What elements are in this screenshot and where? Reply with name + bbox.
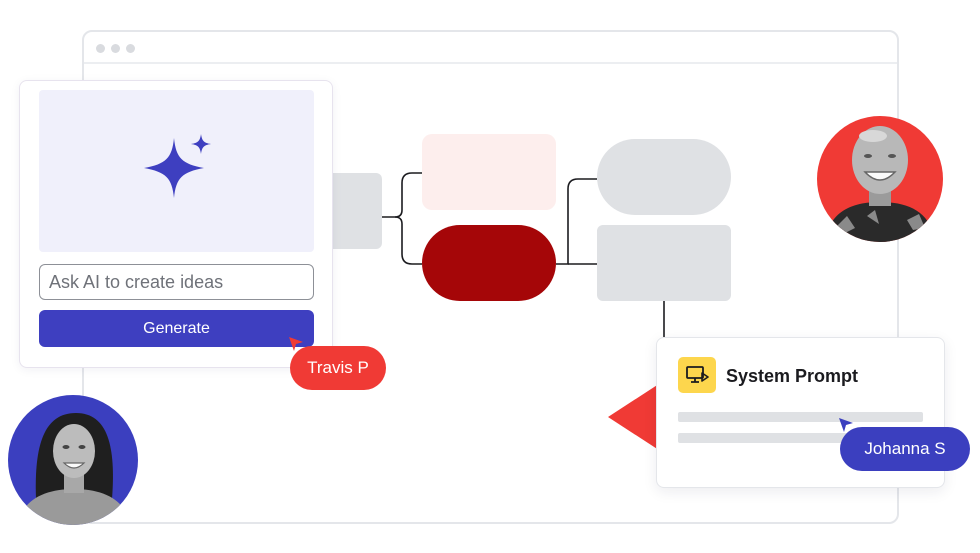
avatar-photo: [825, 126, 935, 242]
sparkle-icon: [144, 134, 211, 198]
text-placeholder-line: [678, 412, 923, 422]
avatar-photo: [18, 413, 130, 525]
text-placeholder-line: [678, 433, 848, 443]
mindmap-node-selected[interactable]: [422, 225, 556, 301]
generate-button[interactable]: Generate: [39, 310, 314, 347]
monitor-play-icon: [686, 366, 709, 383]
window-dot: [96, 44, 105, 53]
mindmap-node[interactable]: [597, 225, 731, 301]
collaborator-tag-travis: Travis P: [290, 346, 386, 390]
browser-title-bar: [84, 32, 897, 64]
cursor-arrow-icon: [289, 337, 303, 351]
window-dot: [111, 44, 120, 53]
window-dot: [126, 44, 135, 53]
avatar: [8, 395, 138, 525]
collaborator-tag-johanna: Johanna S: [840, 427, 970, 471]
ai-prompt-input[interactable]: [39, 264, 314, 300]
decorative-triangle: [608, 378, 668, 456]
avatar: [817, 116, 943, 242]
mindmap-node[interactable]: [597, 139, 731, 215]
ai-preview-area: [39, 90, 314, 252]
mindmap-node[interactable]: [422, 134, 556, 210]
cursor-arrow-icon: [839, 418, 853, 432]
prompt-icon-badge: [678, 357, 716, 393]
ai-ideas-panel: Generate: [19, 80, 333, 368]
prompt-card-title: System Prompt: [726, 366, 859, 386]
